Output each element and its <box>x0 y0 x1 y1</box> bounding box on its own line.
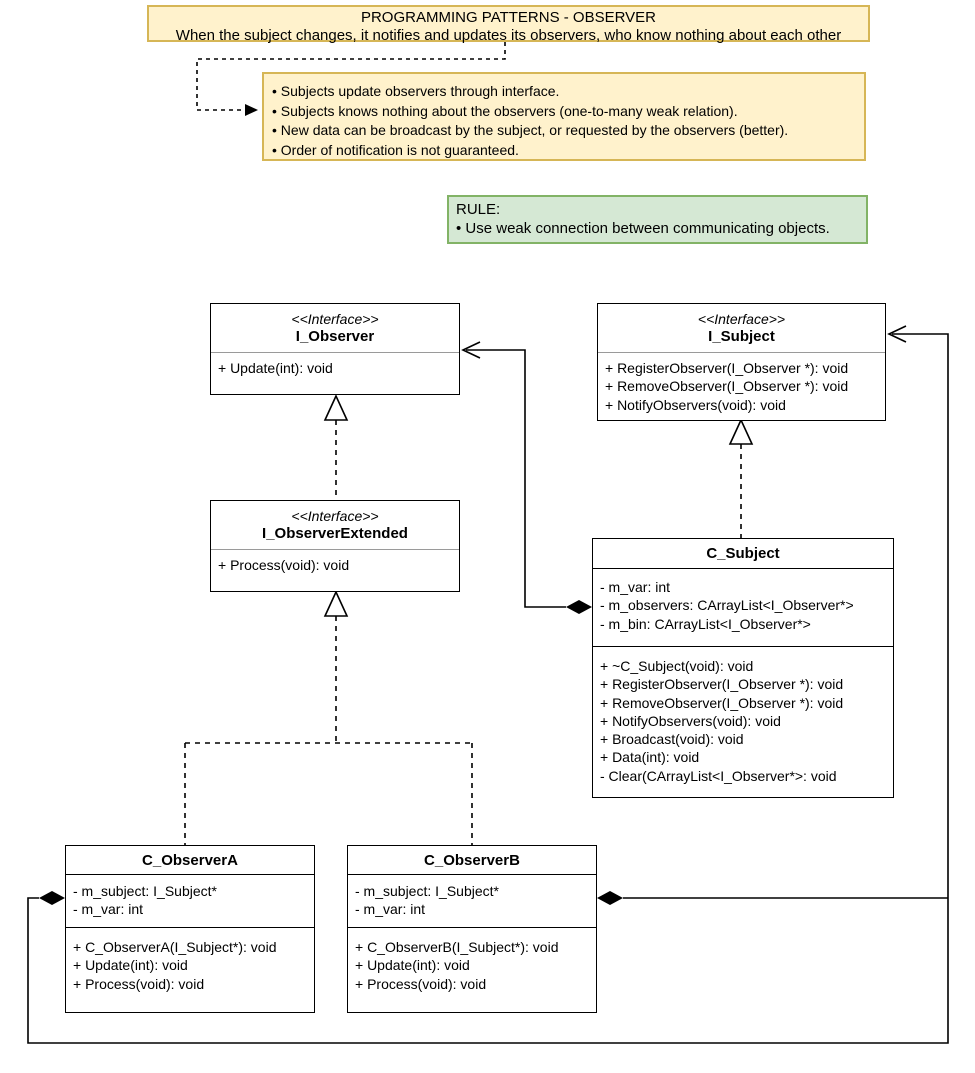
class-name: C_ObserverB <box>348 846 596 875</box>
text-line: + Data(int): void <box>600 749 700 766</box>
class-header: <<Interface>> I_ObserverExtended <box>211 501 459 550</box>
stereotype-label: <<Interface>> <box>697 311 786 327</box>
class-name: I_Subject <box>708 328 775 345</box>
stereotype-label: <<Interface>> <box>291 508 379 524</box>
rule-bullets: • Use weak connection between communicat… <box>449 219 866 239</box>
text-line: + Process(void): void <box>218 557 350 573</box>
class-name: C_Subject <box>593 539 893 569</box>
pattern-subtitle: When the subject changes, it notifies an… <box>175 27 842 44</box>
class-name: C_ObserverA <box>66 846 314 875</box>
class-header: <<Interface>> I_Subject <box>598 304 885 353</box>
text-line: - m_subject: I_Subject* <box>355 883 499 899</box>
text-line: - m_var: int <box>355 901 426 918</box>
stereotype-label: <<Interface>> <box>291 311 379 327</box>
class-header: <<Interface>> I_Observer <box>211 304 459 353</box>
class-name: I_Observer <box>295 328 375 345</box>
text-line: + Update(int): void <box>218 360 333 376</box>
class-i-observer-extended: <<Interface>> I_ObserverExtended + Proce… <box>210 500 460 592</box>
text-line: + C_ObserverA(I_Subject*): void <box>73 939 277 955</box>
text-line: + C_ObserverB(I_Subject*): void <box>355 939 559 955</box>
methods-section: + Process(void): void <box>211 550 459 574</box>
text-line: + RemoveObserver(I_Observer *): void <box>600 694 844 711</box>
composition-diamond-icon <box>39 891 65 905</box>
text-line: - m_var: int <box>600 579 671 595</box>
composition-line-subject-observer <box>466 349 566 608</box>
text-line: + RegisterObserver(I_Observer *): void <box>605 360 849 376</box>
open-arrow-icon <box>887 325 907 343</box>
realization-line-observer-extended <box>184 616 473 845</box>
text-line: - m_observers: CArrayList<I_Observer*> <box>600 597 854 614</box>
pattern-notes-box: • Subjects update observers through inte… <box>262 72 866 161</box>
note-connector-arrow-icon <box>245 104 258 116</box>
pattern-title: PROGRAMMING PATTERNS - OBSERVER <box>360 9 657 26</box>
text-line: • Use weak connection between communicat… <box>456 220 830 237</box>
text-line: - m_subject: I_Subject* <box>73 883 217 899</box>
text-line: • Subjects update observers through inte… <box>272 83 560 99</box>
attributes-section: - m_subject: I_Subject* - m_var: int <box>66 875 314 927</box>
realization-triangle-icon <box>728 418 754 445</box>
text-line: + Process(void): void <box>355 975 487 992</box>
composition-diamond-icon <box>566 600 592 614</box>
attributes-section: - m_var: int - m_observers: CArrayList<I_… <box>593 569 893 646</box>
methods-section: + C_ObserverA(I_Subject*): void + Update(… <box>66 927 314 1012</box>
text-line: + NotifyObservers(void): void <box>600 712 781 729</box>
methods-section: + Update(int): void <box>211 353 459 377</box>
text-line: + ~C_Subject(void): void <box>600 658 754 674</box>
text-line: - m_var: int <box>73 901 144 918</box>
text-line: + Process(void): void <box>73 975 205 992</box>
methods-section: + RegisterObserver(I_Observer *): void + … <box>598 353 885 414</box>
text-line: • New data can be broadcast by the subje… <box>272 122 789 138</box>
class-name: I_ObserverExtended <box>262 525 408 542</box>
class-c-observer-a: C_ObserverA - m_subject: I_Subject* - m_v… <box>65 845 315 1013</box>
attributes-section: - m_subject: I_Subject* - m_var: int <box>348 875 596 927</box>
text-line: + RegisterObserver(I_Observer *): void <box>600 676 844 693</box>
composition-diamond-icon <box>597 891 623 905</box>
text-line: - m_bin: CArrayList<I_Observer*> <box>600 615 811 632</box>
class-i-observer: <<Interface>> I_Observer + Update(int): … <box>210 303 460 395</box>
rule-box: RULE: • Use weak connection between comm… <box>447 195 868 244</box>
text-line: + Update(int): void <box>73 957 188 974</box>
text-line: + Update(int): void <box>355 957 470 974</box>
rule-title: RULE: <box>456 201 501 218</box>
text-line: • Subjects knows nothing about the obser… <box>272 102 738 119</box>
realization-triangle-icon <box>323 394 349 421</box>
text-line: + Broadcast(void): void <box>600 731 744 748</box>
text-line: + NotifyObservers(void): void <box>605 396 786 413</box>
realization-triangle-icon <box>323 590 349 617</box>
open-arrow-icon <box>461 341 481 359</box>
pattern-title-note: PROGRAMMING PATTERNS - OBSERVER When the… <box>147 5 870 44</box>
methods-section: + ~C_Subject(void): void + RegisterObserv… <box>593 646 893 797</box>
text-line: - Clear(CArrayList<I_Observer*>: void <box>600 767 837 784</box>
methods-section: + C_ObserverB(I_Subject*): void + Update(… <box>348 927 596 1012</box>
class-c-observer-b: C_ObserverB - m_subject: I_Subject* - m_v… <box>347 845 597 1013</box>
text-line: + RemoveObserver(I_Observer *): void <box>605 378 849 395</box>
class-i-subject: <<Interface>> I_Subject + RegisterObserv… <box>597 303 886 421</box>
class-c-subject: C_Subject - m_var: int - m_observers: CAr… <box>592 538 894 798</box>
text-line: • Order of notification is not guarantee… <box>272 141 519 158</box>
